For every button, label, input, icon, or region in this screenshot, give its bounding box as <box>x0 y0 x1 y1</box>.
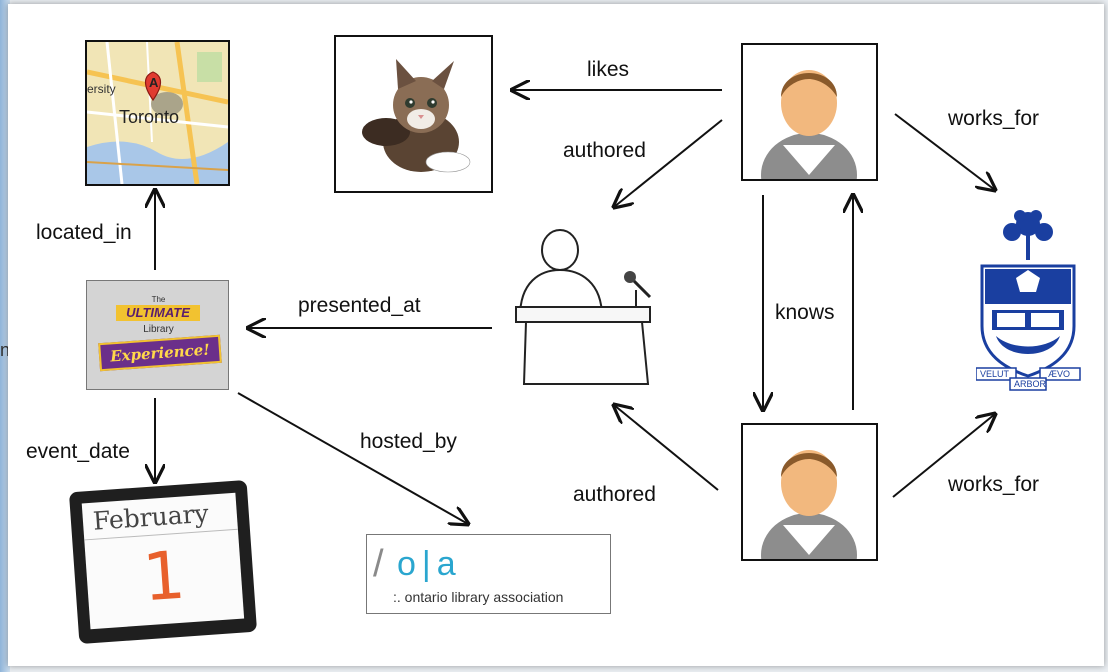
arrow-hosted-by <box>237 392 468 524</box>
kitten-node <box>334 35 493 193</box>
library-logo-small: The <box>151 295 166 304</box>
edge-label-works-for-top: works_for <box>948 107 1040 130</box>
calendar-month: February <box>91 498 210 536</box>
crest-right-word: ÆVO <box>1048 369 1071 379</box>
arrow-works-for-bottom <box>892 414 995 498</box>
arrow-works-for-top <box>894 113 995 190</box>
library-logo-main: ULTIMATE <box>116 305 200 321</box>
map-edge-text: ersity <box>87 82 116 96</box>
ola-node: / o|a :. ontario library association <box>366 534 611 614</box>
edge-label-works-for-bottom: works_for <box>948 473 1040 496</box>
person-node-bottom <box>741 423 878 561</box>
crest-left-word: VELUT <box>980 369 1010 379</box>
university-crest-icon <box>976 210 1081 391</box>
ola-slash: / <box>373 543 384 585</box>
ola-letters: o|a <box>397 545 462 583</box>
arrow-authored-top <box>614 119 723 207</box>
map-image <box>87 42 228 184</box>
arrow-authored-bottom <box>614 405 719 491</box>
calendar-node: February 1 <box>68 479 258 645</box>
edge-label-event-date: event_date <box>26 440 130 463</box>
map-node-toronto: A Toronto ersity <box>85 40 230 186</box>
event-node-library-experience: The ULTIMATE Library Experience! <box>86 280 229 390</box>
edge-label-knows: knows <box>775 301 835 324</box>
edge-label-hosted-by: hosted_by <box>360 430 457 453</box>
calendar-day: 1 <box>140 536 188 617</box>
map-place-label: Toronto <box>119 107 180 127</box>
kitten-image <box>362 59 471 173</box>
edge-label-authored-bottom: authored <box>573 483 656 506</box>
crest-bottom-word: ARBOR <box>1014 379 1047 389</box>
calendar-page: February 1 <box>81 492 245 630</box>
edge-label-likes: likes <box>587 58 630 81</box>
person-icon <box>761 70 857 179</box>
background-text-fragment: n <box>0 340 11 360</box>
ola-name: :. ontario library association <box>393 589 564 605</box>
person-icon <box>761 450 857 559</box>
library-logo-sub: Library <box>143 324 174 335</box>
person-node-top <box>741 43 878 181</box>
edge-label-presented-at: presented_at <box>298 294 421 317</box>
library-logo-script: Experience! <box>98 334 222 372</box>
podium-presentation-icon <box>515 229 652 385</box>
edge-label-located-in: located_in <box>36 221 132 244</box>
edge-label-authored-top: authored <box>563 139 646 162</box>
map-pin-letter: A <box>149 75 159 90</box>
background-window-strip <box>0 0 10 672</box>
